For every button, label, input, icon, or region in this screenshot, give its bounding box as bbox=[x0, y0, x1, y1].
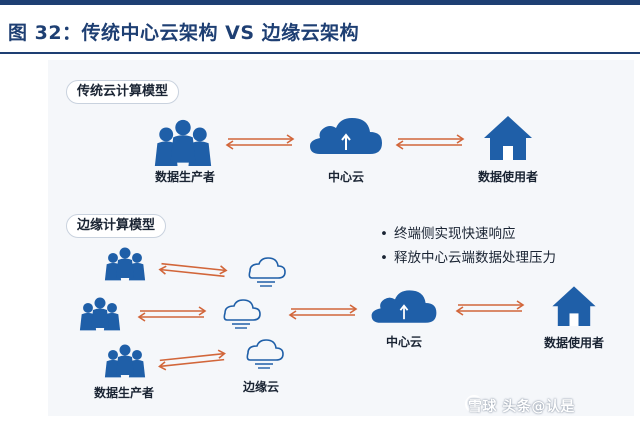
traditional-producers-label: 数据生产者 bbox=[154, 170, 216, 184]
notes-list: •终端侧实现快速响应 •释放中心云端数据处理压力 bbox=[380, 222, 556, 270]
edge-cloud-icon bbox=[246, 339, 284, 369]
producers-group-icon bbox=[80, 298, 120, 331]
watermark-logo-icon bbox=[465, 395, 483, 413]
top-bar bbox=[0, 0, 640, 5]
traditional-model-label: 传统云计算模型 bbox=[66, 80, 180, 104]
note-item: •释放中心云端数据处理压力 bbox=[380, 250, 556, 266]
double-arrow-icon bbox=[456, 300, 524, 316]
traditional-users-label: 数据使用者 bbox=[477, 170, 539, 184]
edge-cloud-icon bbox=[223, 299, 261, 329]
house-icon bbox=[552, 286, 596, 326]
producers-group-icon bbox=[105, 248, 145, 281]
double-arrow-icon bbox=[396, 134, 464, 150]
producers-group-icon bbox=[105, 345, 145, 378]
double-arrow-icon bbox=[157, 348, 227, 372]
double-arrow-icon bbox=[289, 304, 357, 320]
traditional-cloud-label: 中心云 bbox=[327, 170, 365, 184]
figure-title: 图 32：传统中心云架构 VS 边缘云架构 bbox=[8, 22, 360, 44]
title-rule bbox=[0, 52, 640, 54]
house-icon bbox=[484, 116, 532, 160]
watermark-text: 雪球 头条@认是 bbox=[468, 399, 575, 415]
double-arrow-icon bbox=[226, 134, 294, 150]
edge-producers-label: 数据生产者 bbox=[93, 386, 155, 400]
diagram-panel bbox=[48, 60, 634, 416]
edge-central-cloud-label: 中心云 bbox=[385, 335, 423, 349]
note-item: •终端侧实现快速响应 bbox=[380, 226, 516, 242]
producers-group-icon bbox=[155, 120, 211, 166]
edge-cloud-label: 边缘云 bbox=[242, 380, 280, 394]
central-cloud-icon bbox=[309, 117, 383, 155]
central-cloud-icon bbox=[370, 289, 438, 324]
double-arrow-icon bbox=[158, 258, 228, 282]
edge-cloud-icon bbox=[248, 257, 286, 287]
edge-users-label: 数据使用者 bbox=[543, 336, 605, 350]
edge-model-label: 边缘计算模型 bbox=[66, 214, 167, 238]
double-arrow-icon bbox=[138, 306, 206, 322]
